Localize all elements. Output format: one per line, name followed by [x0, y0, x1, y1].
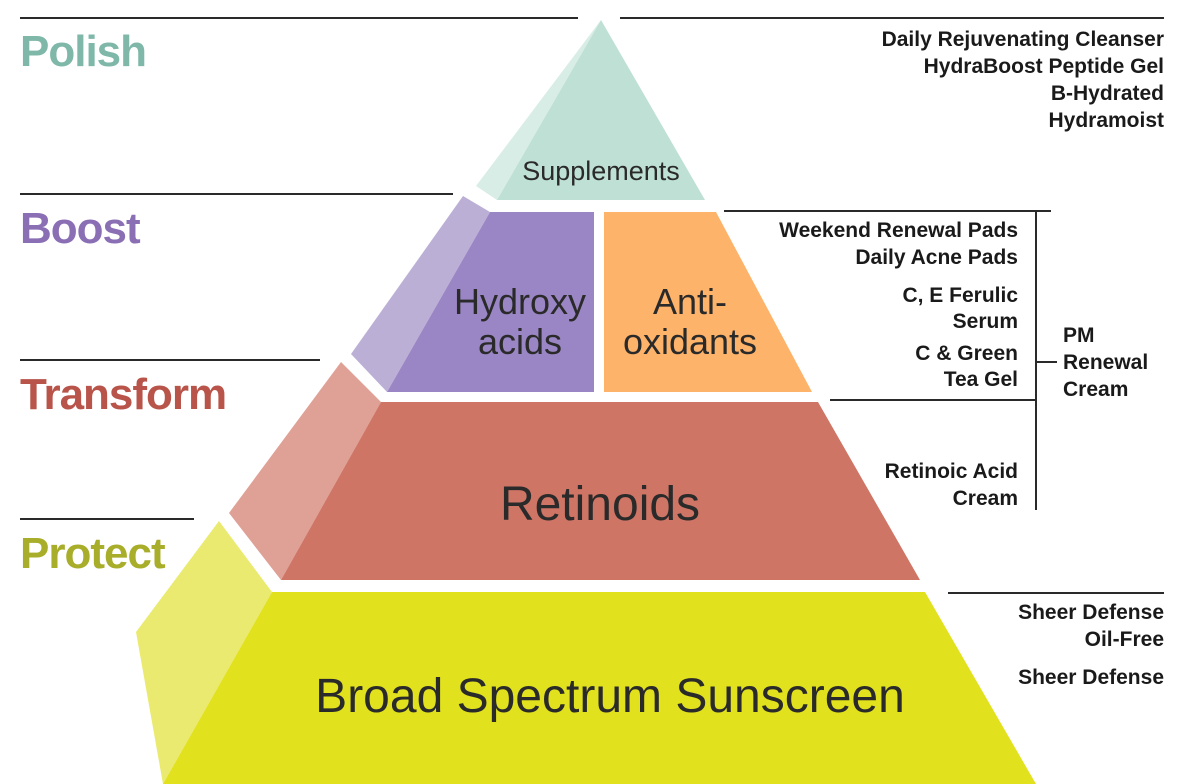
level-polish: Polish: [20, 27, 147, 76]
product-item: Renewal: [1063, 351, 1149, 374]
products-boost-gel: C & Green Tea Gel: [915, 341, 1018, 393]
antioxidants-label-line2: oxidants: [623, 321, 757, 362]
hydroxy-side: [351, 196, 490, 392]
hydroxy-label-line1: Hydroxy: [454, 281, 586, 322]
rule-protect-left: [20, 518, 194, 520]
level-boost: Boost: [20, 204, 141, 253]
product-item: Serum: [952, 310, 1018, 333]
products-boost-serum: C, E Ferulic Serum: [902, 283, 1018, 335]
supplements-label: Supplements: [522, 156, 680, 186]
product-item: Hydramoist: [1048, 109, 1164, 132]
hydroxy-label-line2: acids: [478, 321, 562, 362]
rule-polish-left: [20, 17, 578, 19]
rule-boost-right: [724, 210, 1051, 212]
products-protect-b: Sheer Defense: [1018, 664, 1164, 691]
retinoids-face: [281, 402, 920, 580]
product-item: Sheer Defense: [1018, 601, 1164, 624]
rule-boost-left: [20, 193, 453, 195]
level-transform: Transform: [20, 370, 227, 419]
retinoids-label: Retinoids: [500, 478, 700, 531]
products-pm-renewal: PM Renewal Cream: [1063, 322, 1148, 403]
product-item: C & Green: [915, 342, 1018, 365]
product-item: Cream: [1063, 378, 1129, 401]
rule-polish-right: [620, 17, 1164, 19]
products-protect-a: Sheer Defense Oil-Free: [1018, 599, 1164, 653]
pm-bracket-tick: [1035, 361, 1057, 363]
product-item: Tea Gel: [943, 368, 1018, 391]
antioxidants-label-line1: Anti-: [653, 281, 727, 322]
product-item: Retinoic Acid: [884, 460, 1018, 483]
product-item: Weekend Renewal Pads: [779, 219, 1018, 242]
retinoids-side: [229, 362, 381, 580]
product-item: PM: [1063, 324, 1095, 347]
sunscreen-side: [136, 521, 272, 784]
rule-protect-right: [948, 592, 1164, 594]
product-item: Daily Acne Pads: [855, 246, 1018, 269]
product-item: Oil-Free: [1084, 628, 1164, 651]
hydroxy-face: [387, 212, 594, 392]
antioxidants-face: [604, 212, 812, 392]
supplements-face: [497, 20, 705, 200]
product-item: HydraBoost Peptide Gel: [923, 55, 1164, 78]
product-item: B-Hydrated: [1050, 82, 1164, 105]
supplements-side: [476, 20, 601, 200]
product-item: Daily Rejuvenating Cleanser: [881, 28, 1164, 51]
rule-transform-left: [20, 359, 320, 361]
products-boost-pads: Weekend Renewal Pads Daily Acne Pads: [779, 217, 1018, 271]
sunscreen-face: [163, 592, 1036, 784]
product-item: C, E Ferulic: [902, 284, 1018, 307]
products-polish: Daily Rejuvenating Cleanser HydraBoost P…: [882, 26, 1164, 134]
level-protect: Protect: [20, 529, 166, 578]
product-item: Cream: [952, 487, 1018, 510]
sunscreen-label: Broad Spectrum Sunscreen: [315, 670, 905, 723]
rule-transform-right: [830, 399, 1035, 401]
products-transform: Retinoic Acid Cream: [885, 458, 1018, 512]
product-item: Sheer Defense: [1018, 666, 1164, 689]
pm-bracket-line: [1035, 210, 1037, 510]
